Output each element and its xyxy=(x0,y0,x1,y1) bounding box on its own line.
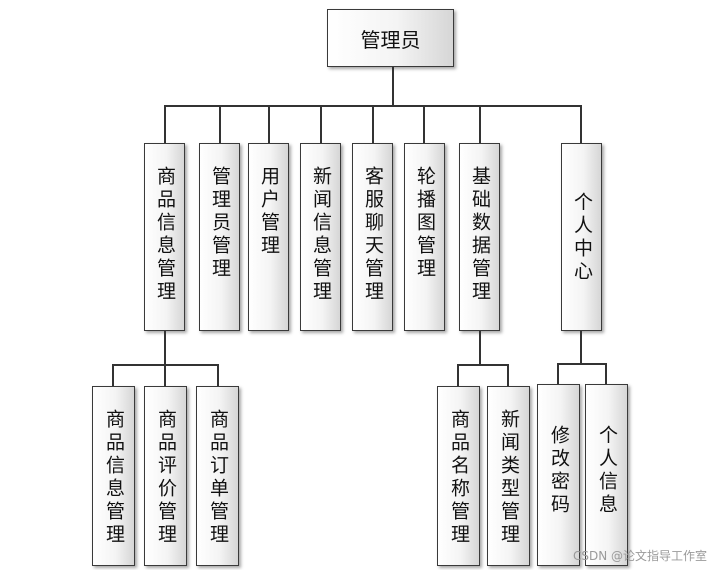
node-label: 新闻类型管理 xyxy=(498,409,520,547)
node-label: 客服聊天管理 xyxy=(362,166,384,304)
root-node-admin: 管理员 xyxy=(327,9,454,67)
connector xyxy=(164,331,166,364)
node-label: 商品信息管理 xyxy=(103,409,125,547)
connector xyxy=(423,105,425,143)
node-label: 用户管理 xyxy=(258,166,280,258)
node-news-type-management: 新闻类型管理 xyxy=(487,386,530,566)
node-customer-chat-management: 客服聊天管理 xyxy=(352,143,393,331)
node-personal-center: 个人中心 xyxy=(561,143,602,331)
connector xyxy=(457,364,508,366)
node-label: 个人信息 xyxy=(596,425,618,517)
node-goods-review-management: 商品评价管理 xyxy=(144,386,187,566)
connector xyxy=(268,105,270,143)
node-goods-name-management: 商品名称管理 xyxy=(437,386,480,566)
root-node-label: 管理员 xyxy=(360,27,421,52)
node-admin-management: 管理员管理 xyxy=(199,143,240,331)
node-label: 管理员管理 xyxy=(209,166,231,281)
node-change-password: 修改密码 xyxy=(537,384,580,566)
node-label: 商品订单管理 xyxy=(207,409,229,547)
connector xyxy=(557,363,606,365)
node-basic-data-management: 基础数据管理 xyxy=(459,143,500,331)
connector xyxy=(479,105,481,143)
node-label: 基础数据管理 xyxy=(469,166,491,304)
node-label: 商品评价管理 xyxy=(155,409,177,547)
node-user-management: 用户管理 xyxy=(248,143,289,331)
node-personal-info: 个人信息 xyxy=(585,384,628,566)
connector xyxy=(605,363,607,384)
connector xyxy=(392,67,394,105)
node-goods-order-management: 商品订单管理 xyxy=(196,386,239,566)
node-goods-info-management-sub: 商品信息管理 xyxy=(92,386,135,566)
node-label: 商品名称管理 xyxy=(448,409,470,547)
watermark: CSDN @论文指导工作室 xyxy=(572,549,707,563)
node-label: 商品信息管理 xyxy=(154,166,176,304)
node-label: 新闻信息管理 xyxy=(310,166,332,304)
connector xyxy=(580,331,582,363)
node-carousel-management: 轮播图管理 xyxy=(404,143,445,331)
connector xyxy=(479,331,481,364)
node-label: 个人中心 xyxy=(571,192,593,284)
connector xyxy=(507,364,509,386)
node-goods-info-management: 商品信息管理 xyxy=(144,143,185,331)
connector xyxy=(372,105,374,143)
node-label: 轮播图管理 xyxy=(414,166,436,281)
connector xyxy=(217,364,219,386)
connector xyxy=(320,105,322,143)
node-news-info-management: 新闻信息管理 xyxy=(300,143,341,331)
connector xyxy=(164,364,166,386)
connector xyxy=(557,363,559,384)
connector xyxy=(219,105,221,143)
connector xyxy=(457,364,459,386)
connector xyxy=(164,105,166,143)
connector xyxy=(112,364,114,386)
connector xyxy=(580,105,582,143)
node-label: 修改密码 xyxy=(548,425,570,517)
